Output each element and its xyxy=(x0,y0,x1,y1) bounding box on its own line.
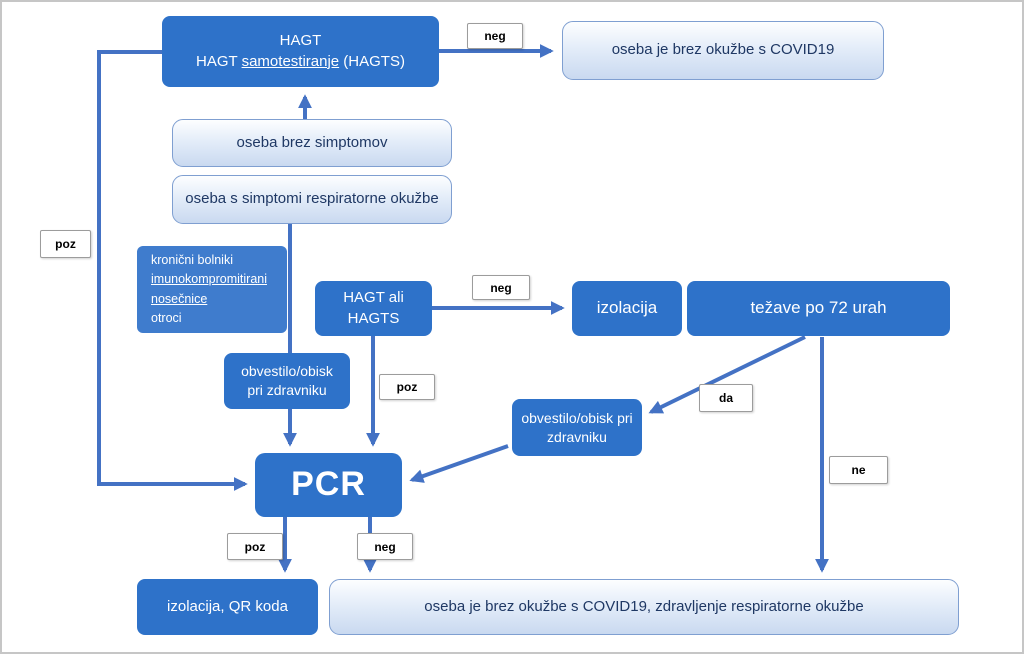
node-hagt-line1: HAGT xyxy=(279,32,322,50)
node-hagt-line2-suffix: (HAGTS) xyxy=(339,52,405,70)
node-hagt-line2-prefix: HAGT xyxy=(196,52,242,70)
node-no-infection-top: oseba je brez okužbe s COVID19 xyxy=(562,21,884,80)
node-hagt-line2-underlined: samotestiranje xyxy=(241,52,340,70)
chronic-line3: nosečnice xyxy=(151,291,208,306)
node-hagt-line2: HAGT samotestiranje (HAGTS) xyxy=(196,52,405,72)
edge-label-neg-top: neg xyxy=(467,23,523,49)
arrow-problems-to-notify-doctor xyxy=(648,335,806,414)
node-hagt-or-hagts: HAGT ali HAGTS xyxy=(315,281,432,336)
node-isolation-qr: izolacija, QR koda xyxy=(137,579,318,635)
node-isolation: izolacija xyxy=(572,281,682,336)
arrow-notify-doctor-to-pcr xyxy=(409,444,509,483)
node-no-infection-bottom: oseba je brez okužbe s COVID19, zdravlje… xyxy=(329,579,959,635)
chronic-line4: otroci xyxy=(151,310,182,325)
node-symptoms: oseba s simptomi respiratorne okužbe xyxy=(172,175,452,224)
edge-label-neg-mid: neg xyxy=(472,275,530,300)
node-no-symptoms: oseba brez simptomov xyxy=(172,119,452,167)
edge-label-poz-bottom: poz xyxy=(227,533,283,560)
node-notify-doctor-right: obvestilo/obisk pri zdravniku xyxy=(512,399,642,456)
chronic-line2: imunokompromitirani xyxy=(151,272,268,287)
node-notify-doctor-left: obvestilo/obisk pri zdravniku xyxy=(224,353,350,409)
edge-label-ne: ne xyxy=(829,456,888,484)
edge-label-poz-mid: poz xyxy=(379,374,435,400)
node-pcr: PCR xyxy=(255,453,402,517)
node-problems-72h: težave po 72 urah xyxy=(687,281,950,336)
node-hagt: HAGT HAGT samotestiranje (HAGTS) xyxy=(162,16,439,87)
chronic-line1: kronični bolniki xyxy=(151,252,233,267)
edge-label-poz-left: poz xyxy=(40,230,91,258)
node-chronic-patients: kronični bolniki imunokompromitirani nos… xyxy=(137,246,287,333)
edge-label-da: da xyxy=(699,384,753,412)
arrow-poz-hagt-to-pcr xyxy=(97,50,248,491)
edge-label-neg-bottom: neg xyxy=(357,533,413,560)
